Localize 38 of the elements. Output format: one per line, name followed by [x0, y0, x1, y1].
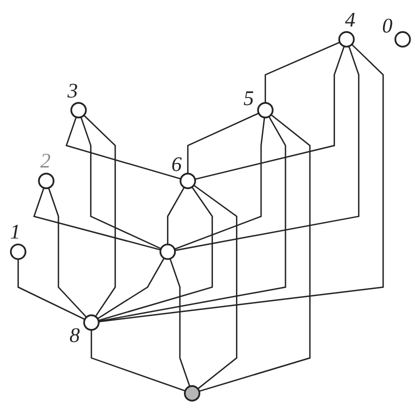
vertex-circle [184, 385, 200, 402]
vertex-circle [160, 244, 176, 260]
vertex-circle [394, 31, 411, 48]
vertex-number: 8 [70, 325, 80, 348]
vertex-circle [70, 102, 87, 118]
connector-line [174, 46, 360, 252]
vertex-circle [83, 314, 100, 331]
vertex-number: 6 [171, 154, 182, 176]
connector-line [98, 44, 384, 322]
connector-line [83, 114, 116, 317]
connector-line [187, 112, 259, 174]
connector-line [48, 188, 87, 318]
connector-line [98, 116, 286, 322]
vertex-number: 4 [345, 9, 356, 32]
connector-line [80, 116, 162, 250]
connector-line [167, 187, 185, 244]
connector-line [98, 186, 213, 322]
vertex-circle [257, 102, 274, 118]
vertex-number: 2 [40, 150, 51, 173]
connector-line [194, 46, 345, 180]
connector-line [264, 42, 340, 103]
connector-line [193, 184, 238, 390]
vertex-circle [180, 172, 196, 190]
connector-line [97, 258, 165, 320]
vertex-circle [38, 172, 54, 190]
connector-line [66, 116, 181, 180]
connector-line [169, 258, 190, 387]
vertex-number: 0 [382, 16, 393, 38]
vertex-circle [10, 244, 26, 260]
connector-line [90, 330, 186, 392]
connector-line [33, 188, 161, 251]
connector-line [17, 259, 86, 320]
connector-line [198, 114, 311, 392]
vertex-circle [338, 31, 355, 48]
vertex-number: 5 [244, 88, 254, 110]
connector-line [174, 117, 266, 250]
vertex-number: 3 [67, 80, 78, 103]
vertex-number: 1 [10, 222, 20, 244]
